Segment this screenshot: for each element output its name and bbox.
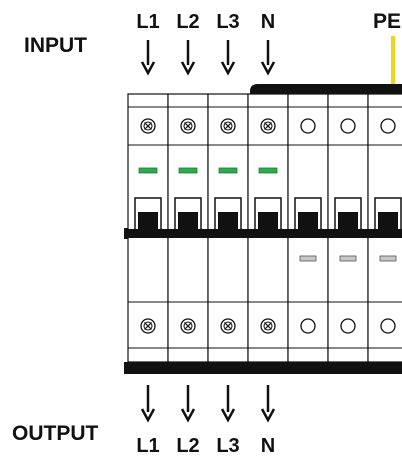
input-arrow-1 [140,40,156,76]
module-3 [207,93,249,363]
status-indicator-off [339,255,357,262]
bottom-terminal-icon [140,318,156,334]
input-arrow-4 [260,40,276,76]
input-arrow-3 [220,40,236,76]
bottom-terminal-icon [260,318,276,334]
top-terminal-icon [140,118,156,134]
terminal-inner [223,121,233,131]
module-4 [247,93,289,363]
terminal-inner [183,121,193,131]
output-label: OUTPUT [12,422,99,445]
terminal-inner [263,321,273,331]
bottom-terminal-icon [340,318,356,334]
arrow-head [220,408,236,423]
arrow-head [260,61,276,76]
input-phase-l2: L2 [176,11,199,33]
status-indicator-on [138,167,158,174]
terminal-ring [300,318,316,334]
bottom-terminal-icon [380,318,396,334]
top-terminal-icon [300,118,316,134]
screw-slot-b [264,322,272,330]
input-phase-l3: L3 [216,11,239,33]
terminal-inner [143,321,153,331]
output-arrow-3 [220,385,236,423]
terminal-ring [340,318,356,334]
top-terminal-icon [220,118,236,134]
bottom-terminal-icon [180,318,196,334]
status-indicator-off [299,255,317,262]
status-indicator-off [379,255,397,262]
module-5 [287,93,329,363]
arrow-head [220,61,236,76]
screw-slot-b [264,122,272,130]
module-7 [367,93,402,363]
status-indicator-on [178,167,198,174]
screw-slot-b [144,322,152,330]
input-phase-n: N [261,11,275,33]
screw-slot-b [224,122,232,130]
terminal-inner [143,121,153,131]
input-phase-labels: L1 L2 L3 N [136,11,275,33]
device-bottom-bar [124,362,402,374]
screw-slot-b [144,122,152,130]
output-phase-l2: L2 [176,435,199,457]
arrow-head [260,408,276,423]
terminal-inner [223,321,233,331]
output-phase-l3: L3 [216,435,239,457]
module-2 [167,93,209,363]
module-1 [127,93,169,363]
surge-protection-device [124,84,402,374]
terminal-inner [183,321,193,331]
top-terminal-icon [340,118,356,134]
output-phase-labels: L1 L2 L3 N [136,435,275,457]
current-arrows [140,40,276,423]
din-rail [124,229,402,238]
output-phase-n: N [261,435,275,457]
output-arrow-1 [140,385,156,423]
arrow-head [140,61,156,76]
screw-slot-b [184,122,192,130]
arrow-head [140,408,156,423]
bottom-terminal-icon [300,318,316,334]
terminal-ring [380,118,396,134]
status-indicator-on [258,167,278,174]
module-6 [327,93,369,363]
input-label: INPUT [24,34,87,57]
status-indicator-on [218,167,238,174]
output-phase-l1: L1 [136,435,159,457]
top-terminal-icon [380,118,396,134]
terminal-ring [340,118,356,134]
terminal-inner [263,121,273,131]
bottom-terminal-icon [220,318,236,334]
arrow-head [180,408,196,423]
terminal-ring [380,318,396,334]
screw-slot-b [224,322,232,330]
arrow-head [180,61,196,76]
output-arrow-2 [180,385,196,423]
input-arrow-2 [180,40,196,76]
terminal-ring [300,118,316,134]
output-arrow-4 [260,385,276,423]
input-phase-l1: L1 [136,11,159,33]
din-rail-cap [124,228,128,239]
top-terminal-icon [180,118,196,134]
screw-slot-b [184,322,192,330]
top-terminal-icon [260,118,276,134]
pe-label: PE [373,10,401,33]
